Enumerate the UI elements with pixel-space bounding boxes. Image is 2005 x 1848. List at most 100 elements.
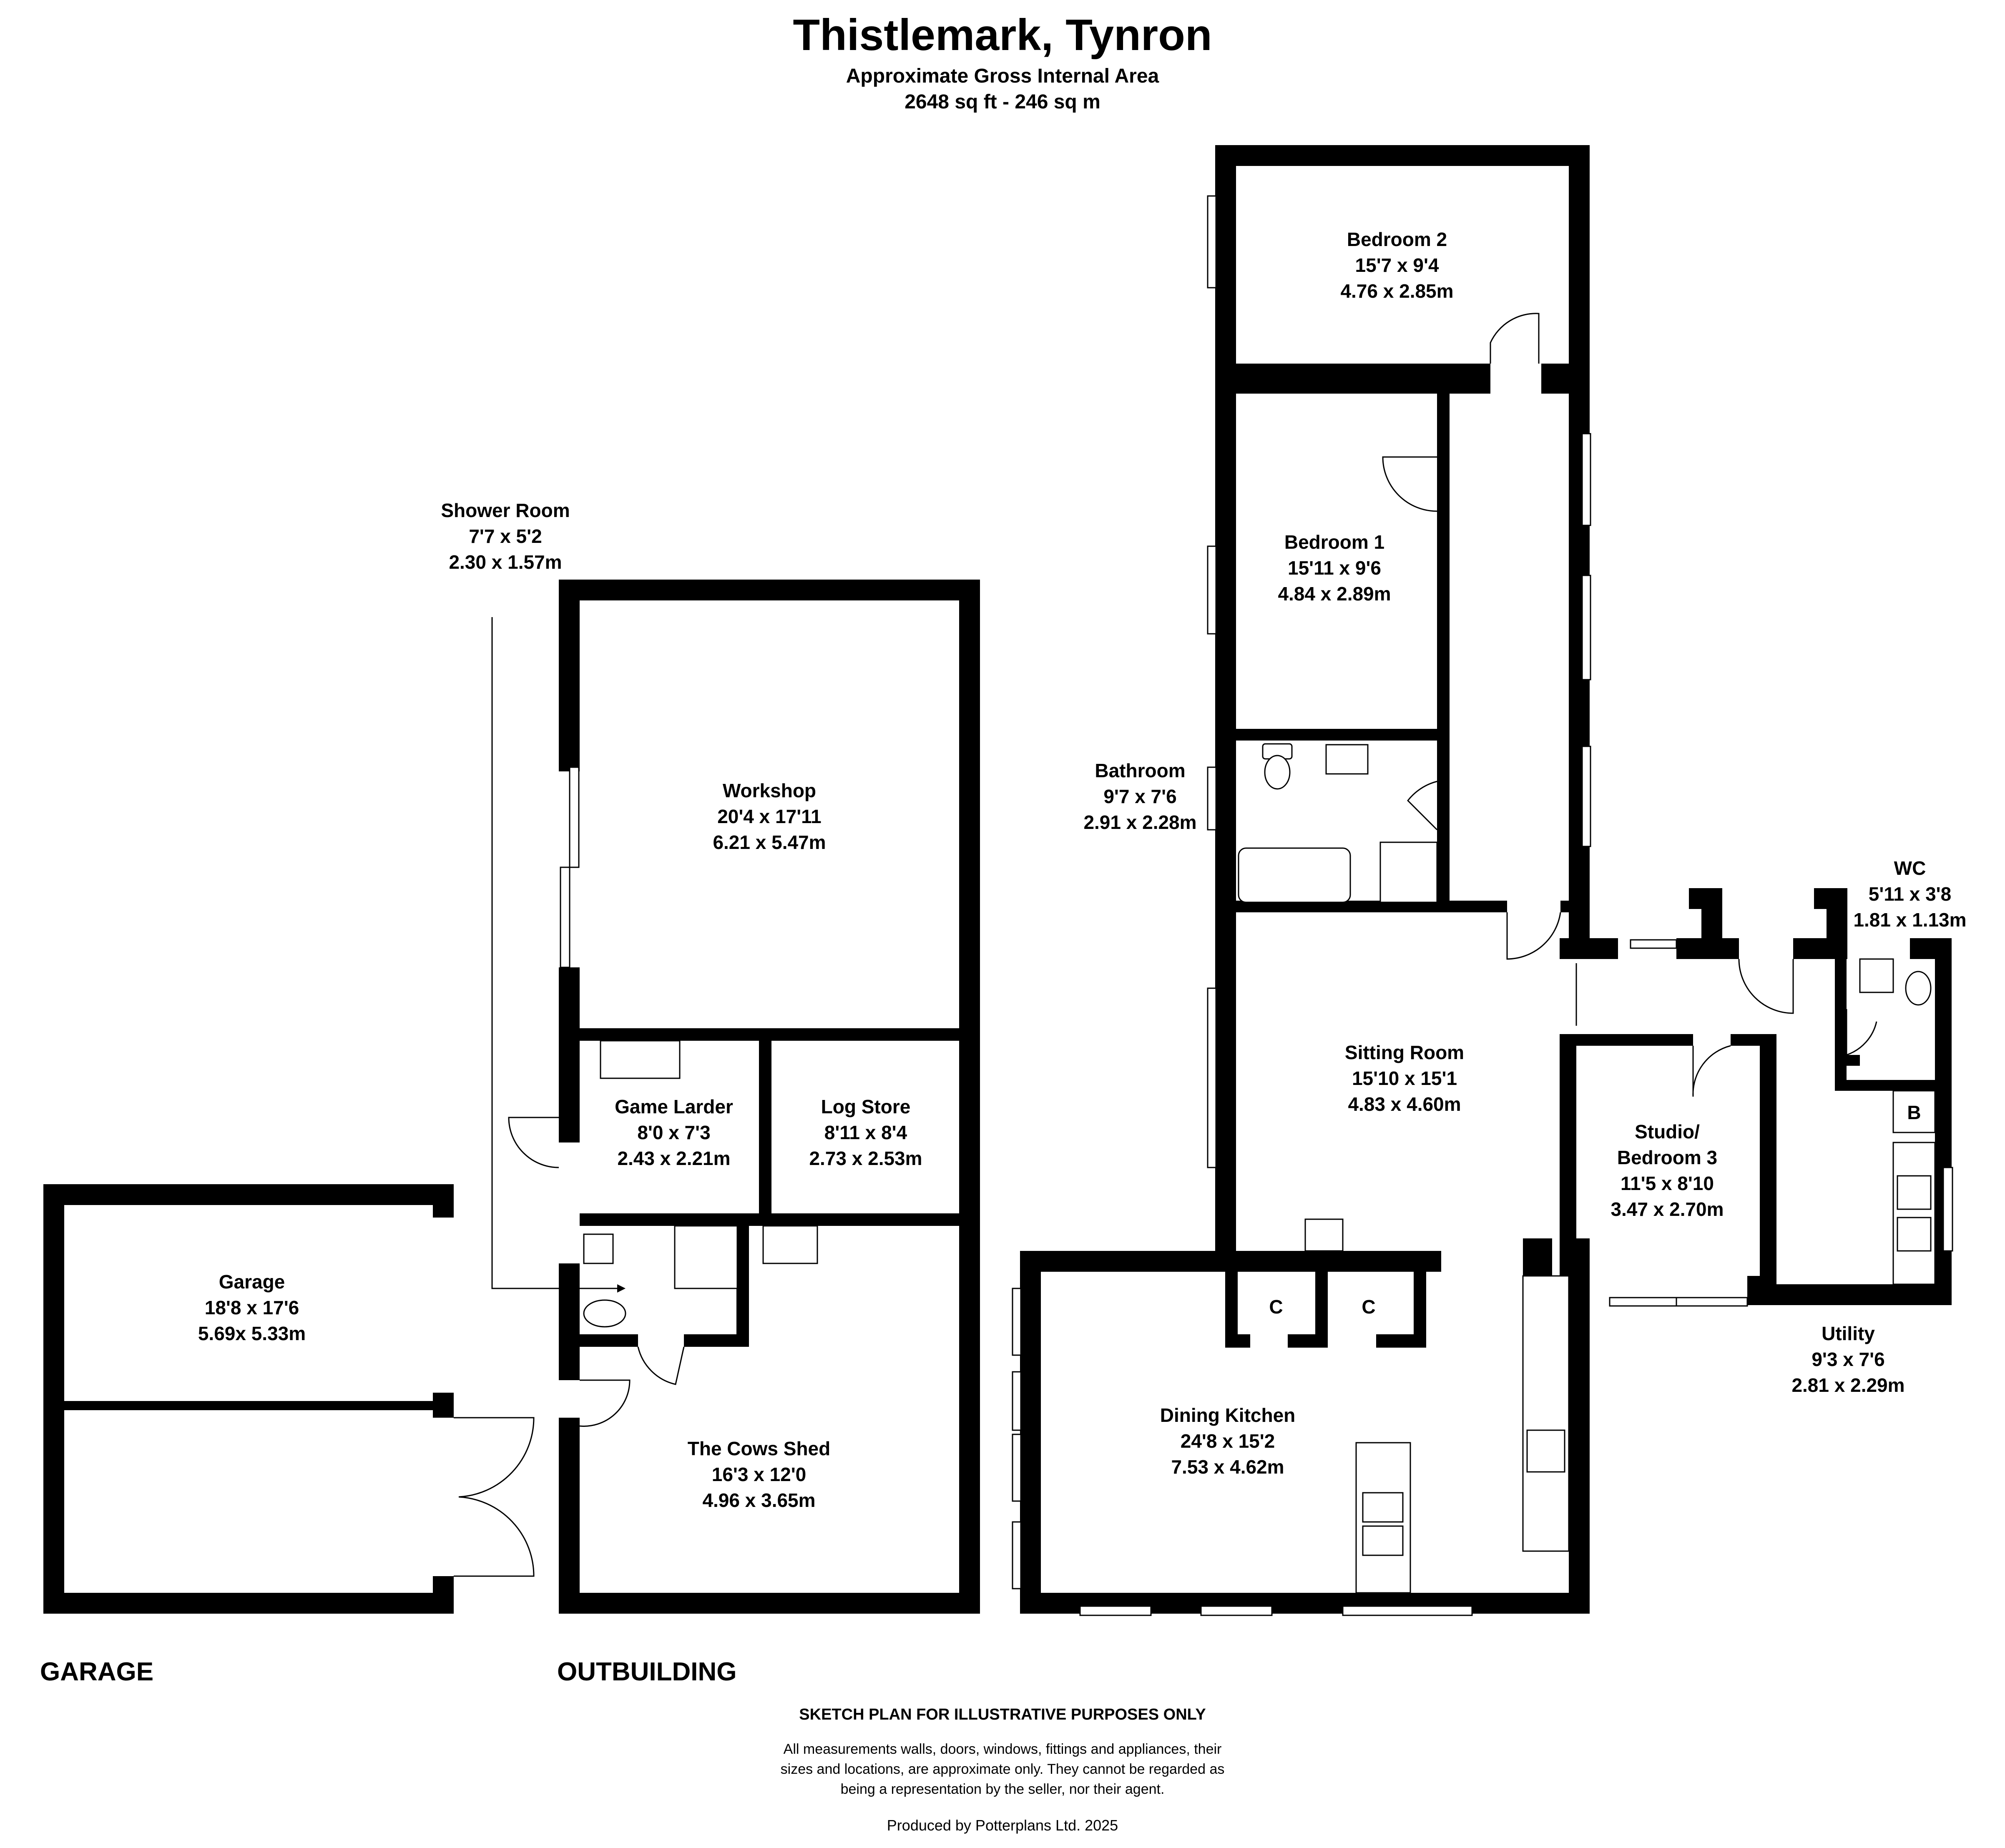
window — [1079, 1605, 1152, 1616]
wall-segment — [736, 1226, 749, 1347]
window — [569, 766, 580, 868]
door-swing — [1692, 1045, 1731, 1097]
wall-segment — [1414, 1263, 1426, 1348]
hearth — [1304, 1218, 1344, 1252]
room-size-metric: 5.69x 5.33m — [198, 1323, 306, 1344]
room-size-metric: 2.43 x 2.21m — [617, 1147, 730, 1169]
wall-segment — [43, 1184, 454, 1205]
door-swing — [637, 1346, 685, 1385]
wall-segment — [433, 1184, 454, 1218]
wall-segment — [1215, 145, 1236, 1258]
room-size-metric: 7.53 x 4.62m — [1171, 1456, 1284, 1478]
window — [1207, 545, 1217, 635]
wall-segment — [580, 1213, 967, 1226]
kitchen-counter — [1522, 1275, 1570, 1552]
wc-basin — [1859, 958, 1894, 993]
plan-total-area: 2648 sq ft - 246 sq m — [905, 91, 1100, 113]
wall-segment — [433, 1393, 454, 1418]
wall-segment — [1225, 1263, 1238, 1348]
room-size-metric: 4.83 x 4.60m — [1348, 1093, 1461, 1115]
wall-segment — [43, 1184, 64, 1614]
room-size-imperial: 9'3 x 7'6 — [1812, 1348, 1884, 1370]
wall-segment — [559, 1263, 580, 1380]
room-size-metric: 2.81 x 2.29m — [1791, 1374, 1904, 1396]
wall-segment — [1215, 729, 1450, 741]
door-swing — [1407, 781, 1438, 831]
leader-line — [491, 617, 617, 1289]
wall-segment — [1835, 1080, 1935, 1091]
footer-disclaimer-line: All measurements walls, doors, windows, … — [784, 1741, 1222, 1757]
window — [1942, 1167, 1953, 1252]
window — [1207, 766, 1217, 831]
shower-tray — [674, 1225, 738, 1289]
footer-credit: Produced by Potterplans Ltd. 2025 — [887, 1817, 1118, 1834]
bathtub — [1238, 847, 1351, 903]
window — [1630, 939, 1677, 949]
house-doors — [1382, 313, 1877, 1097]
house-windows — [1012, 195, 1953, 1616]
wall-segment — [43, 1593, 454, 1614]
wall-segment — [1768, 1284, 1952, 1305]
window — [1012, 1434, 1022, 1502]
room-name: Bathroom — [1095, 760, 1185, 781]
window — [1581, 746, 1591, 847]
room-name: Garage — [219, 1271, 285, 1293]
wall-segment — [1760, 1034, 1776, 1293]
wall-segment — [1835, 947, 1847, 1088]
wall-segment — [559, 580, 980, 600]
room-size-imperial: 8'0 x 7'3 — [637, 1122, 710, 1143]
wall-segment — [559, 1593, 980, 1614]
room-size-imperial: 24'8 x 15'2 — [1181, 1430, 1275, 1452]
wall-segment — [559, 580, 580, 771]
wall-segment — [43, 1401, 454, 1410]
wall-segment — [1835, 1055, 1860, 1066]
room-name: The Cows Shed — [688, 1438, 830, 1459]
room-name: Dining Kitchen — [1160, 1404, 1296, 1426]
door-swing — [1738, 959, 1794, 1014]
larder-sink — [600, 1040, 681, 1079]
plan-header: Thistlemark, Tynron Approximate Gross In… — [793, 10, 1212, 113]
room-size-metric: 6.21 x 5.47m — [713, 831, 826, 853]
wall-segment — [1701, 888, 1722, 959]
utility-sink — [1897, 1175, 1932, 1210]
leader-arrow — [617, 1284, 626, 1293]
wall-segment — [1215, 145, 1590, 166]
toilet-bowl — [1264, 755, 1291, 790]
room-size-imperial: 15'11 x 9'6 — [1288, 557, 1381, 579]
utility-counter — [1892, 1142, 1936, 1285]
shower-room-toilet — [583, 1299, 626, 1328]
shower-room-basin — [583, 1233, 614, 1264]
room-name: Studio/ — [1635, 1121, 1700, 1142]
boiler-box — [1892, 1090, 1936, 1133]
room-size-metric: 2.73 x 2.53m — [809, 1147, 922, 1169]
wall-segment — [580, 1028, 967, 1041]
window — [1581, 575, 1591, 680]
wall-segment — [1437, 394, 1450, 906]
room-size-imperial: 16'3 x 12'0 — [712, 1464, 807, 1485]
door-swing — [1490, 313, 1540, 364]
window — [1676, 1297, 1748, 1307]
room-name: Sitting Room — [1345, 1042, 1464, 1063]
window — [1012, 1371, 1022, 1431]
room-size-imperial: 18'8 x 17'6 — [205, 1297, 299, 1318]
section-label-garage: GARAGE — [40, 1657, 153, 1686]
wc-toilet — [1905, 971, 1932, 1006]
wall-segment — [559, 1418, 580, 1614]
kitchen-sink — [1362, 1492, 1404, 1523]
window — [1012, 1288, 1022, 1356]
room-size-imperial: 15'7 x 9'4 — [1355, 254, 1439, 276]
room-name: WC — [1894, 857, 1926, 879]
window — [1012, 1521, 1022, 1589]
window — [1609, 1297, 1677, 1307]
door-swing — [579, 1379, 631, 1427]
drainer — [1362, 1525, 1404, 1556]
wall-segment — [1560, 1034, 1576, 1305]
room-size-metric: 1.81 x 1.13m — [1853, 909, 1966, 931]
cupboard-label: C — [1269, 1296, 1283, 1318]
room-name: Utility — [1822, 1323, 1875, 1344]
room-size-metric: 2.91 x 2.28m — [1083, 811, 1196, 833]
wall-segment — [1315, 1263, 1328, 1348]
room-size-imperial: 9'7 x 7'6 — [1103, 786, 1176, 807]
wall-segment — [1020, 1251, 1041, 1614]
utility-sink — [1897, 1217, 1932, 1252]
